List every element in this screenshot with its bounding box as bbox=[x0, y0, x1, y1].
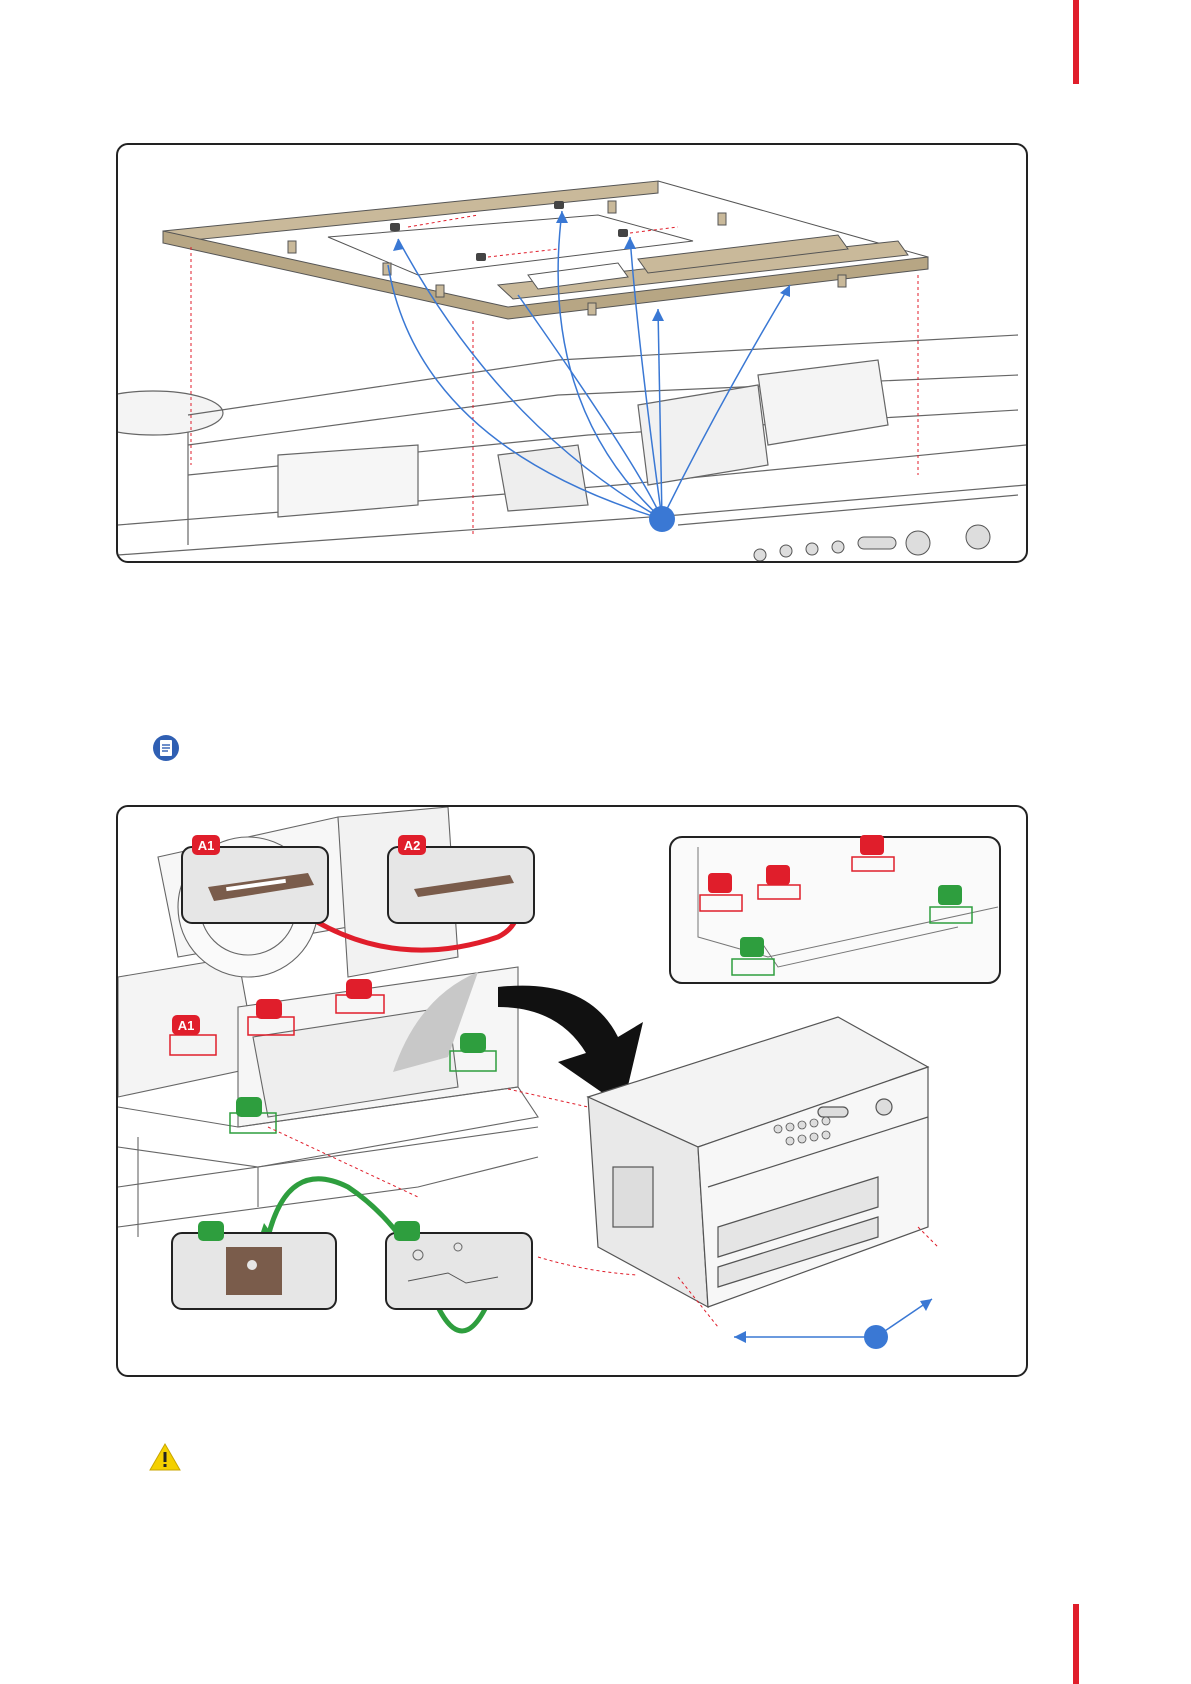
warning-triangle-icon bbox=[148, 1442, 182, 1472]
mounting-frame bbox=[163, 181, 928, 319]
electronics-box bbox=[588, 1017, 928, 1307]
a2-top-label: A2 bbox=[404, 838, 421, 853]
note-document-icon bbox=[152, 734, 180, 762]
a1-top-label: A1 bbox=[198, 838, 215, 853]
inset-board-overview bbox=[670, 835, 1000, 983]
electronics-illustration: A1 A2 bbox=[118, 807, 1026, 1375]
inset-green-left bbox=[172, 1221, 336, 1309]
inset-green-right bbox=[386, 1221, 532, 1309]
footer-accent-bar bbox=[1073, 1604, 1079, 1684]
inset-a2 bbox=[388, 847, 534, 923]
figure-frame-removal bbox=[116, 143, 1028, 563]
frame-illustration bbox=[118, 145, 1026, 561]
blue-callout-dot bbox=[864, 1325, 888, 1349]
blue-callout-dot bbox=[649, 506, 675, 532]
header-accent-bar bbox=[1073, 0, 1079, 84]
figure-electronics-removal: A1 A2 bbox=[116, 805, 1028, 1377]
inset-a1 bbox=[182, 847, 328, 923]
a1-main-label: A1 bbox=[178, 1018, 195, 1033]
